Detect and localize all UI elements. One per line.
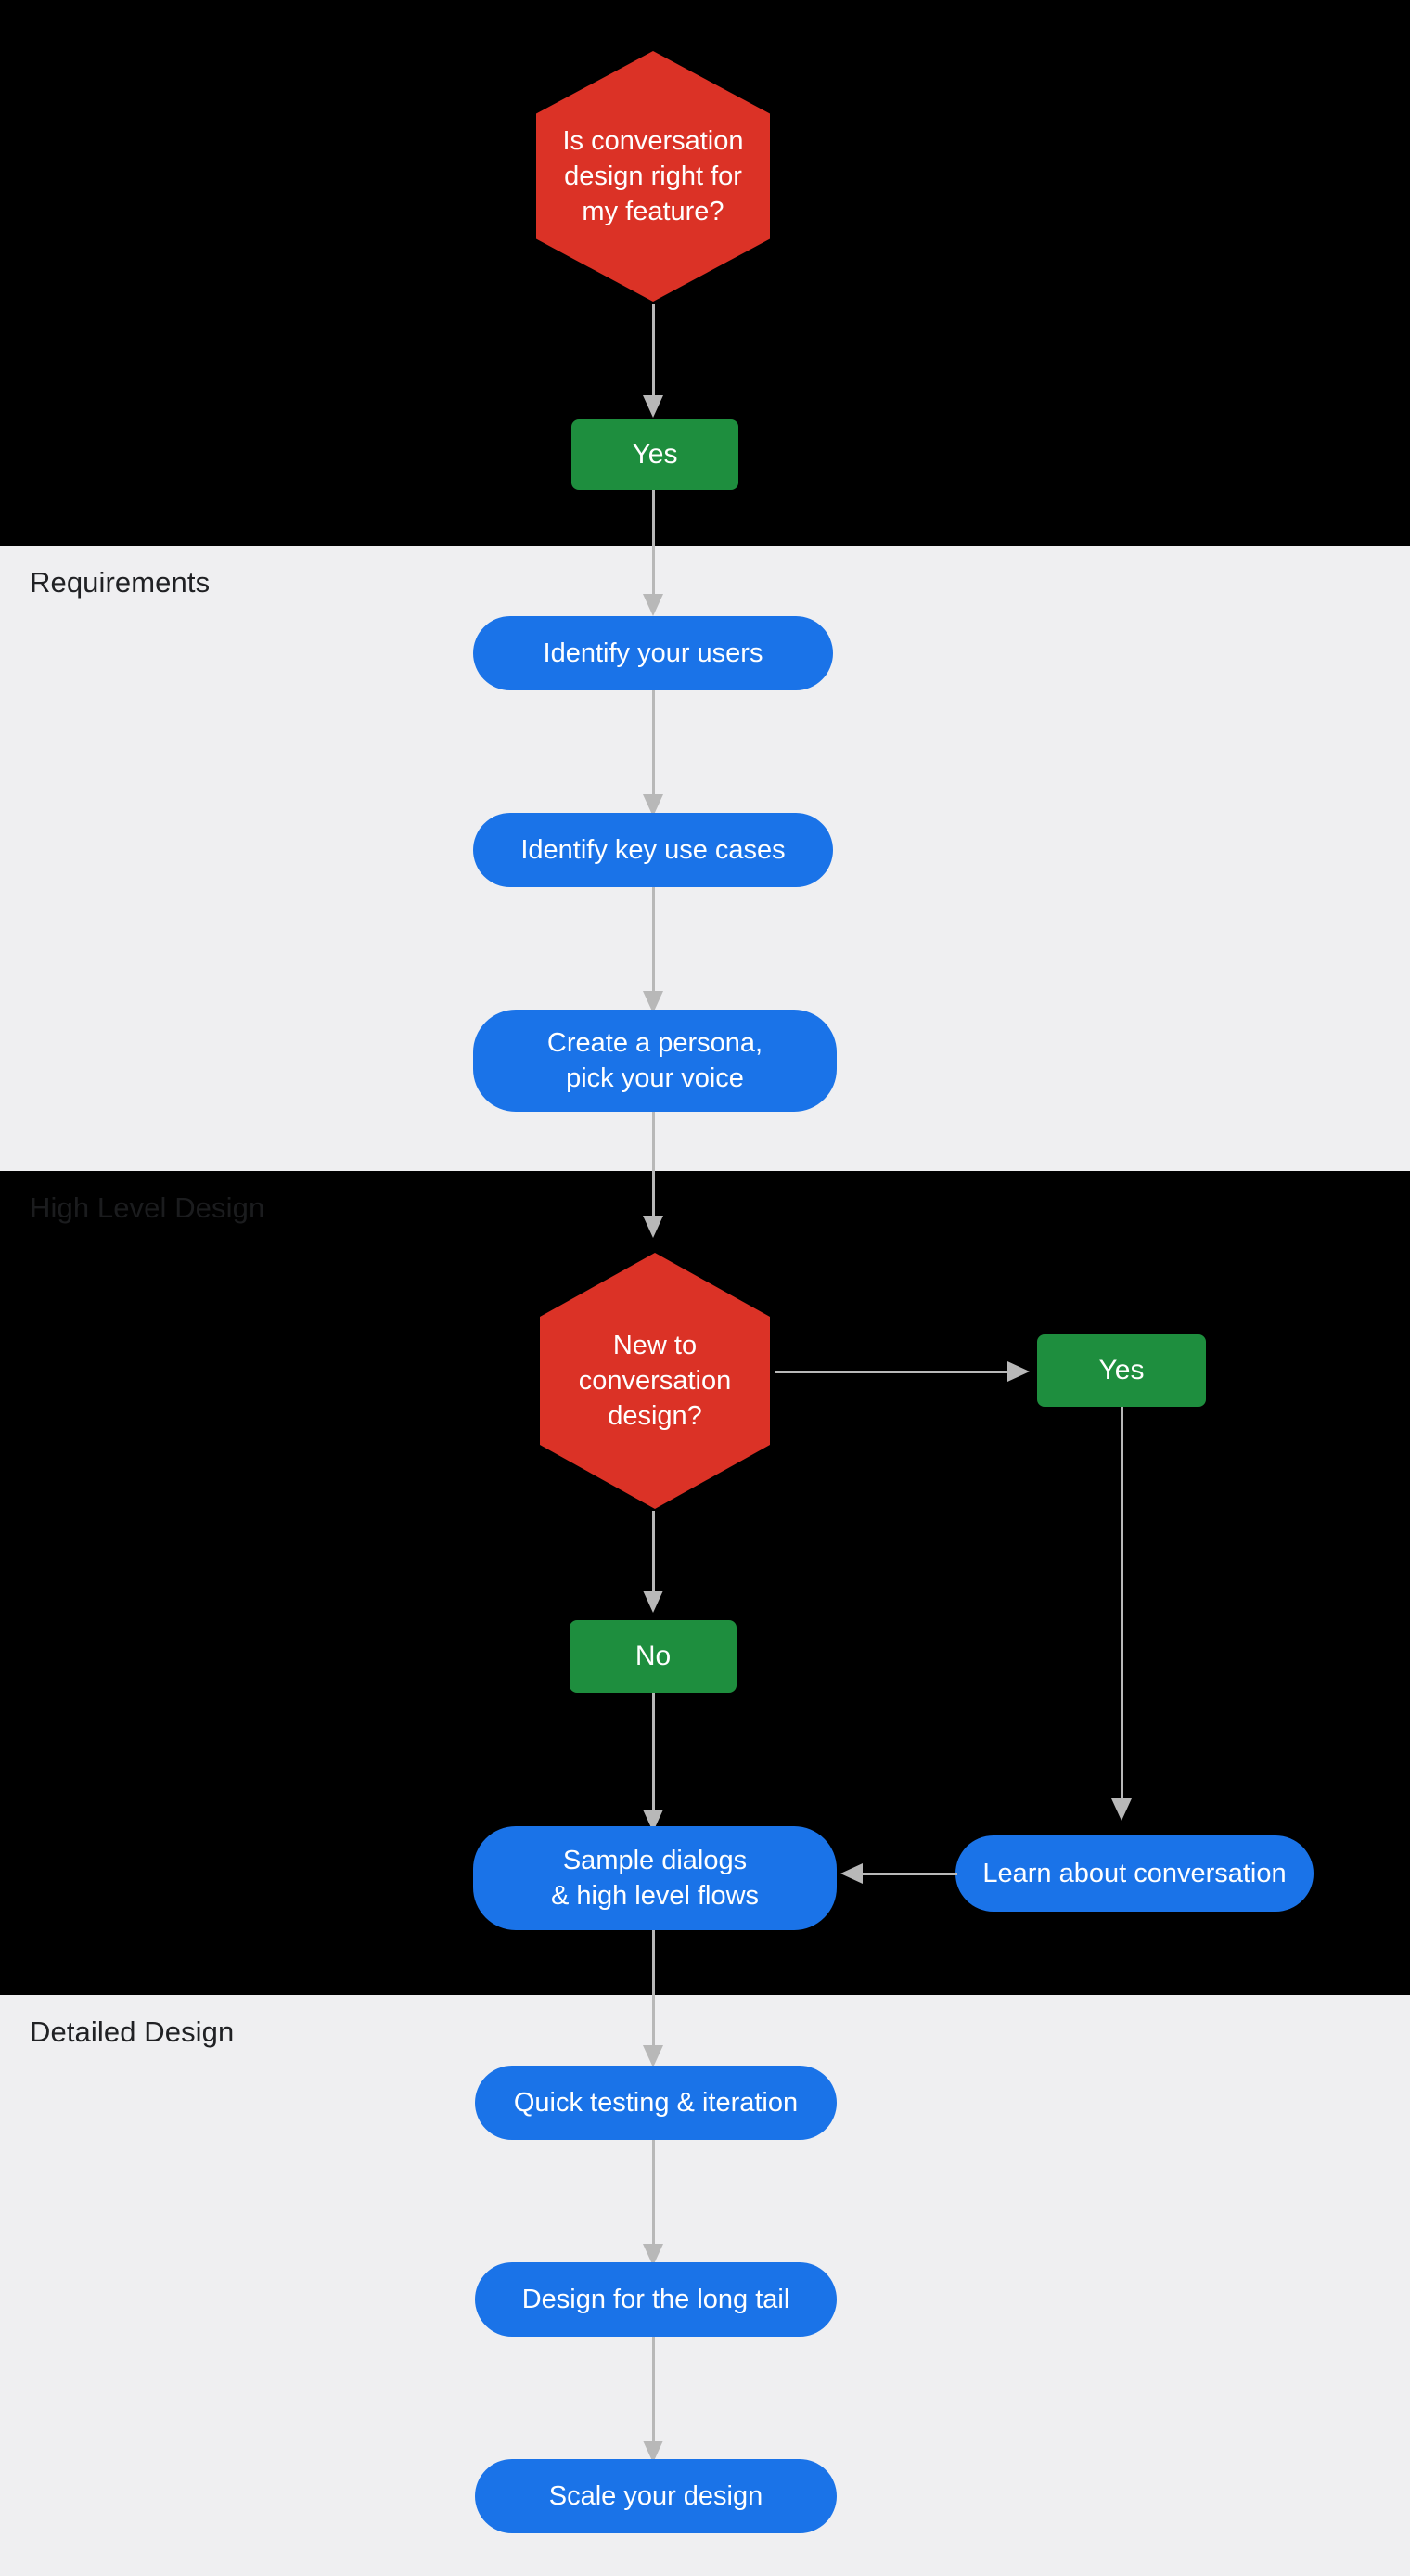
decision-line-1: Is conversation [562, 125, 744, 156]
branch-node-yes-1[interactable]: Yes [571, 419, 738, 490]
persona-line-1: Create a persona, [546, 1027, 763, 1058]
action-node-create-persona-pick-voice[interactable]: Create a persona, pick your voice [473, 1010, 837, 1112]
branch-node-no[interactable]: No [570, 1620, 737, 1693]
decision2-line-2: conversation [578, 1365, 732, 1396]
decision2-line-1: New to [612, 1330, 698, 1360]
persona-line-2: pick your voice [566, 1063, 744, 1093]
branch-node-yes-2[interactable]: Yes [1037, 1334, 1206, 1407]
action-node-identify-key-use-cases[interactable]: Identify key use cases [473, 813, 833, 887]
section-label-requirements: Requirements [30, 566, 211, 599]
action-node-learn-about-conversation[interactable]: Learn about conversation [955, 1835, 1314, 1912]
decision-line-2: design right for [564, 161, 742, 191]
decision-line-3: my feature? [582, 197, 724, 227]
action-node-sample-dialogs-high-level-flows[interactable]: Sample dialogs & high level flows [473, 1826, 837, 1930]
decision2-line-3: design? [608, 1401, 702, 1432]
action-node-quick-testing-iteration[interactable]: Quick testing & iteration [475, 2066, 837, 2140]
action-node-identify-your-users[interactable]: Identify your users [473, 616, 833, 690]
decision-node-conversation-design-right[interactable]: Is conversation design right for my feat… [536, 51, 770, 302]
sample-dialogs-line-2: & high level flows [550, 1881, 760, 1911]
sample-dialogs-line-1: Sample dialogs [562, 1845, 748, 1875]
action-node-design-for-long-tail[interactable]: Design for the long tail [475, 2262, 837, 2337]
section-label-detailed-design: Detailed Design [30, 2016, 235, 2048]
section-label-high-level-design: High Level Design [30, 1191, 265, 1224]
action-node-scale-your-design[interactable]: Scale your design [475, 2459, 837, 2533]
